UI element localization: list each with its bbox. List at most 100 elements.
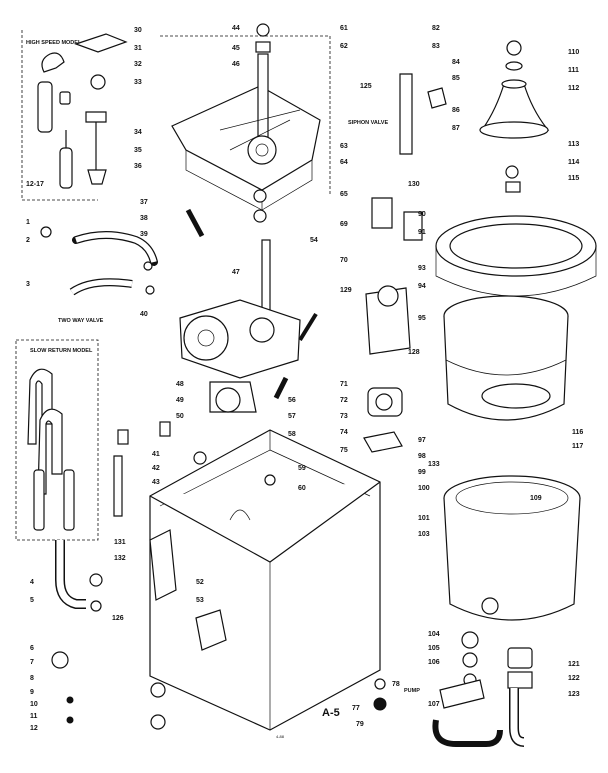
callout-52: 52 <box>196 579 204 586</box>
callout-73: 73 <box>340 413 348 420</box>
callout-49: 49 <box>176 397 184 404</box>
callout-133: 133 <box>428 461 440 468</box>
transmission-assembly <box>179 208 318 413</box>
callout-101: 101 <box>418 515 430 522</box>
callout-53: 53 <box>196 597 204 604</box>
callout-123: 123 <box>568 691 580 698</box>
callout-3: 3 <box>26 281 30 288</box>
callout-2: 2 <box>26 237 30 244</box>
callout-42: 42 <box>152 465 160 472</box>
callout-48: 48 <box>176 381 184 388</box>
callout-54: 54 <box>310 237 318 244</box>
callout-95: 95 <box>418 315 426 322</box>
callout-6: 6 <box>30 645 34 652</box>
callout-93: 93 <box>418 265 426 272</box>
cabinet <box>149 429 387 731</box>
spin-basket <box>443 295 569 421</box>
callout-61: 61 <box>340 25 348 32</box>
callout-33: 33 <box>134 79 142 86</box>
pump-label: PUMP <box>404 688 420 694</box>
callout-132: 132 <box>114 555 126 562</box>
callout-114: 114 <box>568 159 579 166</box>
callout-56: 56 <box>288 397 296 404</box>
callout-50: 50 <box>176 413 184 420</box>
callout-10: 10 <box>30 701 38 708</box>
callout-45: 45 <box>232 45 240 52</box>
callout-38: 38 <box>140 215 148 222</box>
callout-110: 110 <box>568 49 579 56</box>
callout-106: 106 <box>428 659 440 666</box>
high-speed-model-label: HIGH SPEED MODEL <box>26 40 82 46</box>
callout-57: 57 <box>288 413 296 420</box>
drain-pump-assembly: PUMP <box>404 631 503 747</box>
callout-109: 109 <box>530 495 542 502</box>
callout-122: 122 <box>568 675 580 682</box>
switch-parts <box>113 421 207 517</box>
drain-hose <box>51 540 103 724</box>
callout-44: 44 <box>232 25 240 32</box>
callout-31: 31 <box>134 45 142 52</box>
callout-75: 75 <box>340 447 348 454</box>
callout-74: 74 <box>340 429 348 436</box>
callout-65: 65 <box>340 191 348 198</box>
slow-return-model-inset: SLOW RETURN MODEL <box>15 339 99 541</box>
callout-30: 30 <box>134 27 142 34</box>
callout-32: 32 <box>134 61 142 68</box>
callout-113: 113 <box>568 141 579 148</box>
callout-111: 111 <box>568 67 579 74</box>
pump-hose <box>507 647 533 747</box>
callout-94: 94 <box>418 283 426 290</box>
callout-12-17: 12-17 <box>26 181 44 188</box>
siphon-valve-label: SIPHON VALVE <box>348 120 388 126</box>
callout-100: 100 <box>418 485 430 492</box>
callout-1: 1 <box>26 219 30 226</box>
callout-130: 130 <box>408 181 420 188</box>
callout-105: 105 <box>428 645 440 652</box>
callout-63: 63 <box>340 143 348 150</box>
page-reference: A-5 <box>322 707 340 719</box>
callout-128: 128 <box>408 349 420 356</box>
callout-98: 98 <box>418 453 426 460</box>
callout-40: 40 <box>140 311 148 318</box>
callout-5: 5 <box>30 597 34 604</box>
base-plate-assembly <box>160 23 331 223</box>
callout-103: 103 <box>418 531 430 538</box>
motor-assembly <box>363 285 411 453</box>
callout-7: 7 <box>30 659 34 666</box>
callout-34: 34 <box>134 129 142 136</box>
callout-39: 39 <box>140 231 148 238</box>
callout-8: 8 <box>30 675 34 682</box>
fill-hose: TWO WAY VALVE <box>40 226 158 324</box>
outer-tub-cover <box>435 215 597 297</box>
callout-numbers: 30 31 32 33 34 35 36 12-17 1 2 3 4 5 6 7… <box>26 25 583 732</box>
callout-71: 71 <box>340 381 348 388</box>
callout-4: 4 <box>30 579 34 586</box>
callout-35: 35 <box>134 147 142 154</box>
callout-69: 69 <box>340 221 348 228</box>
callout-62: 62 <box>340 43 348 50</box>
callout-59: 59 <box>298 465 306 472</box>
callout-60: 60 <box>298 485 306 492</box>
callout-47: 47 <box>232 269 240 276</box>
callout-129: 129 <box>340 287 352 294</box>
callout-43: 43 <box>152 479 160 486</box>
callout-86: 86 <box>452 107 460 114</box>
callout-131: 131 <box>114 539 126 546</box>
callout-91: 91 <box>418 229 426 236</box>
callout-77: 77 <box>352 705 360 712</box>
two-way-valve-label: TWO WAY VALVE <box>58 318 104 324</box>
callout-70: 70 <box>340 257 348 264</box>
callout-41: 41 <box>152 451 160 458</box>
callout-82: 82 <box>432 25 440 32</box>
callout-79: 79 <box>356 721 364 728</box>
callout-125: 125 <box>360 83 372 90</box>
callout-83: 83 <box>432 43 440 50</box>
callout-72: 72 <box>340 397 348 404</box>
callout-11: 11 <box>30 713 38 720</box>
callout-97: 97 <box>418 437 426 444</box>
callout-12: 12 <box>30 725 38 732</box>
callout-9: 9 <box>30 689 34 696</box>
callout-78: 78 <box>392 681 400 688</box>
footer-code: 4-88 <box>276 734 285 739</box>
callout-58: 58 <box>288 431 296 438</box>
